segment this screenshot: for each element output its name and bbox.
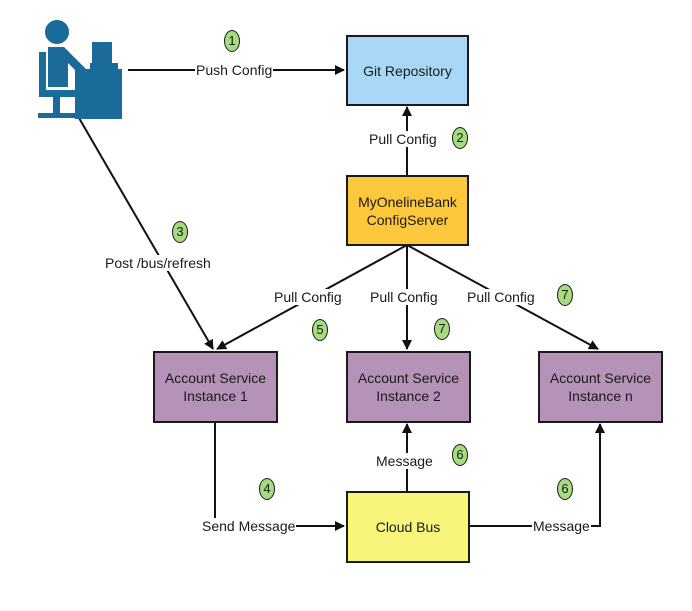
git-repository-node: Git Repository (346, 35, 469, 106)
account-service-instance-2-node: Account Service Instance 2 (346, 351, 471, 423)
step-badge-7-instance-n: 7 (557, 284, 573, 306)
bus-refresh-label: Post /bus/refresh (104, 255, 212, 271)
step-badge-6-instance-n: 6 (557, 478, 573, 500)
pull-config-git-label: Pull Config (368, 131, 438, 147)
user-at-computer-icon (38, 20, 122, 119)
account-service-instance-1-node: Account Service Instance 1 (153, 351, 278, 423)
step-badge-6-instance-2: 6 (452, 444, 468, 466)
pull-config-n-label: Pull Config (466, 289, 536, 305)
push-config-label: Push Config (195, 62, 274, 78)
message-n-label: Message (532, 518, 591, 534)
step-badge-4: 4 (259, 478, 275, 500)
edge-bus-refresh (78, 117, 214, 350)
step-badge-5: 5 (312, 319, 328, 341)
edge-message-n (469, 423, 605, 527)
config-server-node: MyOnelineBank ConfigServer (346, 175, 469, 246)
account-service-instance-n-node: Account Service Instance n (538, 351, 663, 423)
cloud-bus-node: Cloud Bus (346, 491, 470, 563)
step-badge-1: 1 (224, 30, 240, 52)
message-2-label: Message (375, 453, 434, 469)
step-badge-7-instance-2: 7 (434, 318, 450, 340)
send-message-label: Send Message (201, 518, 297, 534)
step-badge-2: 2 (452, 127, 468, 149)
edge-send-message (214, 422, 345, 531)
pull-config-1-label: Pull Config (273, 289, 343, 305)
step-badge-3: 3 (172, 221, 188, 243)
pull-config-2-label: Pull Config (369, 289, 439, 305)
